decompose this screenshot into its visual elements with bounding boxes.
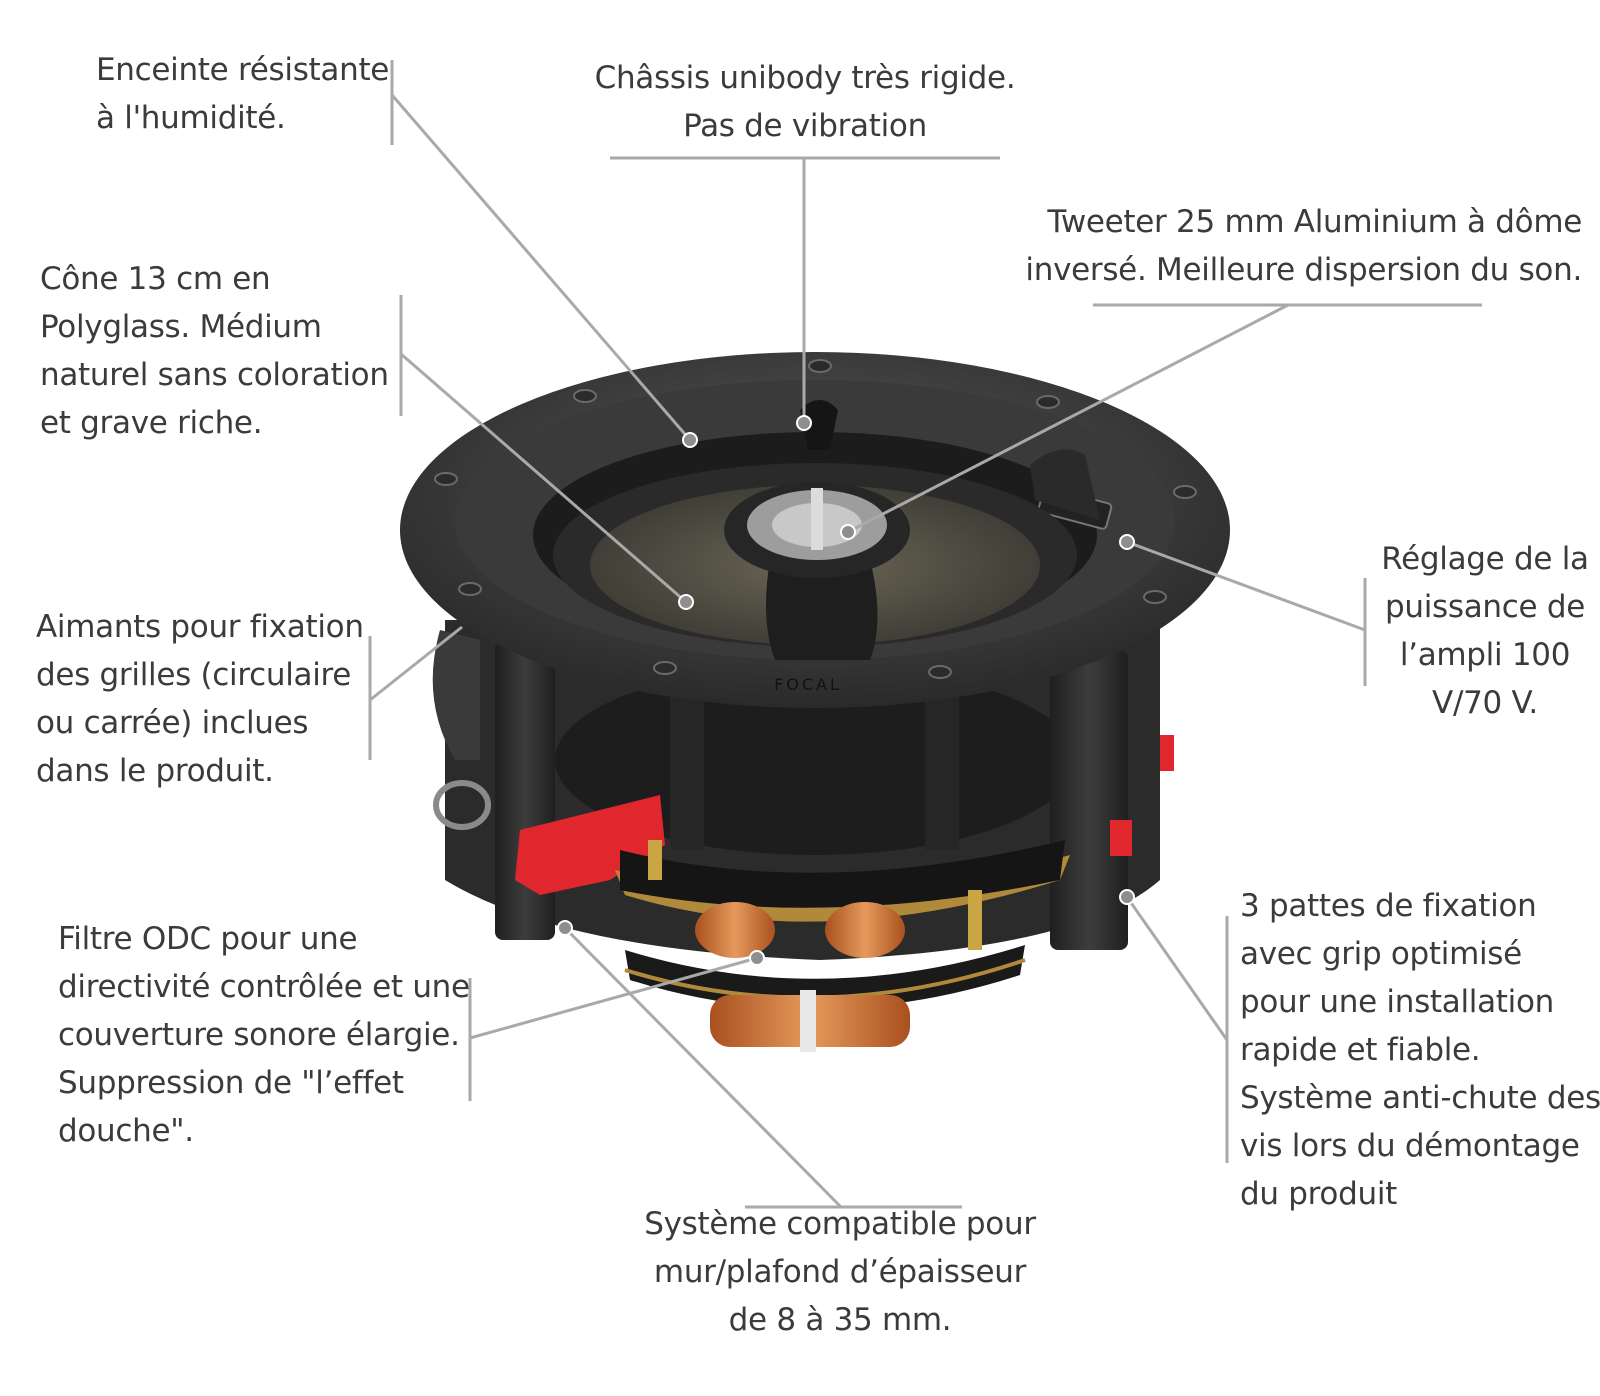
callout-line: l’ampli 100 xyxy=(1399,637,1571,673)
callout-line: Enceinte résistante xyxy=(96,52,390,88)
callout-line: Cône 13 cm en xyxy=(40,261,271,297)
callout-line: directivité contrôlée et une xyxy=(58,969,470,1005)
leader-lines xyxy=(368,60,1482,1209)
callout-line: ou carrée) inclues xyxy=(36,705,309,741)
speaker-lower-body xyxy=(432,620,1174,1052)
callout-line: rapide et fiable. xyxy=(1240,1032,1481,1068)
callout-line: Polyglass. Médium xyxy=(40,309,322,345)
callout-line: pour une installation xyxy=(1240,984,1554,1020)
callout-line: inversé. Meilleure dispersion du son. xyxy=(1025,252,1582,288)
callout-line: vis lors du démontage xyxy=(1240,1128,1580,1164)
callout-line: Système anti-chute des xyxy=(1240,1080,1600,1116)
callout-line: dans le produit. xyxy=(36,753,274,789)
callout-line: de 8 à 35 mm. xyxy=(728,1302,952,1338)
callout-line: naturel sans coloration xyxy=(40,357,389,393)
callout-line: Système compatible pour xyxy=(644,1206,1036,1242)
callout-line: à l'humidité. xyxy=(96,100,286,136)
callout-line: mur/plafond d’épaisseur xyxy=(653,1254,1027,1290)
callout-cone: Cône 13 cm en Polyglass. Médium naturel … xyxy=(40,255,389,447)
callout-tabs: 3 pattes de fixation avec grip optimisé … xyxy=(1240,882,1600,1218)
callout-line: V/70 V. xyxy=(1432,685,1538,721)
callout-amp: Réglage de la puissance de l’ampli 100 V… xyxy=(1372,535,1598,727)
callout-filter: Filtre ODC pour une directivité contrôlé… xyxy=(58,915,470,1155)
brand-logo: FOCAL xyxy=(774,675,842,694)
callout-line: avec grip optimisé xyxy=(1240,936,1522,972)
callout-line: Aimants pour fixation xyxy=(36,609,364,645)
callout-line: puissance de xyxy=(1384,589,1585,625)
callout-line: 3 pattes de fixation xyxy=(1240,888,1537,924)
callout-line: Réglage de la xyxy=(1381,541,1589,577)
callout-humidity: Enceinte résistante à l'humidité. xyxy=(96,46,389,142)
callout-line: Tweeter 25 mm Aluminium à dôme xyxy=(1047,204,1582,240)
callout-line: Pas de vibration xyxy=(683,108,927,144)
callout-line: Filtre ODC pour une xyxy=(58,921,358,957)
tweeter xyxy=(724,482,910,660)
callout-line: et grave riche. xyxy=(40,405,263,441)
callout-wall: Système compatible pour mur/plafond d’ép… xyxy=(620,1200,1060,1344)
callout-line: du produit xyxy=(1240,1176,1397,1212)
callout-line: couverture sonore élargie. xyxy=(58,1017,460,1053)
callout-line: Suppression de "l’effet xyxy=(58,1065,404,1101)
callout-line: des grilles (circulaire xyxy=(36,657,352,693)
callout-line: Châssis unibody très rigide. xyxy=(594,60,1016,96)
callout-line: douche". xyxy=(58,1113,194,1149)
callout-tweeter: Tweeter 25 mm Aluminium à dôme inversé. … xyxy=(1000,198,1582,294)
callout-magnets: Aimants pour fixation des grilles (circu… xyxy=(36,603,364,795)
callout-chassis: Châssis unibody très rigide. Pas de vibr… xyxy=(580,54,1030,150)
